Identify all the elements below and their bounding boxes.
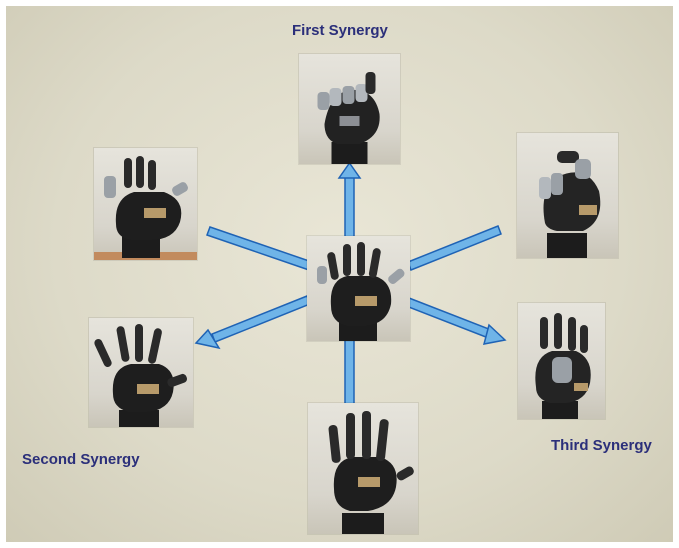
photo-second-synergy-spread (89, 318, 193, 427)
robot-hand-icon (518, 303, 605, 419)
photo-first-synergy-opposite (94, 148, 197, 260)
arrow-up (339, 163, 360, 237)
photo-open-hand-back (308, 403, 418, 534)
robot-hand-icon (517, 133, 618, 258)
arrow-upper-left-bar (207, 227, 312, 270)
arrow-lower-left (196, 296, 310, 348)
arrow-upper-right-bar (408, 226, 501, 270)
photo-neutral-hand (307, 236, 410, 341)
robot-hand-icon (299, 54, 400, 164)
arrow-down-bar (345, 338, 354, 404)
photo-first-synergy-closed (299, 54, 400, 164)
arrow-lower-right (406, 298, 505, 344)
robot-hand-icon (89, 318, 193, 427)
robot-hand-icon (307, 236, 410, 341)
robot-hand-icon (308, 403, 418, 534)
robot-hand-icon (94, 148, 197, 260)
photo-third-synergy-opposite (518, 303, 605, 419)
photo-third-synergy-grasp (517, 133, 618, 258)
